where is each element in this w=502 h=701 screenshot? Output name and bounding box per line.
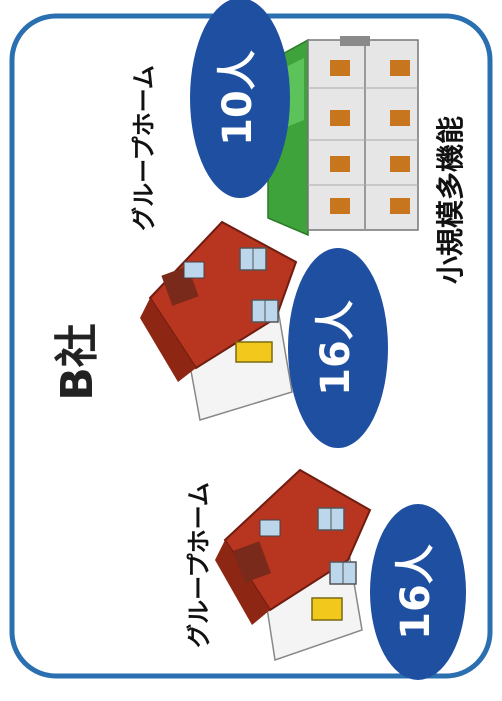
- house-icon: [140, 220, 298, 421]
- apartment-building-icon: [267, 36, 419, 237]
- capacity-badge: 16人: [370, 504, 466, 680]
- facility-name: 小規模多機能: [434, 116, 467, 284]
- capacity-badge: 16人: [288, 248, 388, 448]
- house-icon: [215, 468, 372, 662]
- facility-type-label: グループホーム: [185, 482, 213, 648]
- facility-type-label: グループホーム: [130, 65, 158, 231]
- company-name: B社: [52, 323, 103, 401]
- capacity-label: 16人: [313, 300, 359, 396]
- capacity-label: 16人: [393, 544, 439, 640]
- capacity-badge: 10人: [190, 0, 290, 198]
- capacity-label: 10人: [215, 50, 261, 146]
